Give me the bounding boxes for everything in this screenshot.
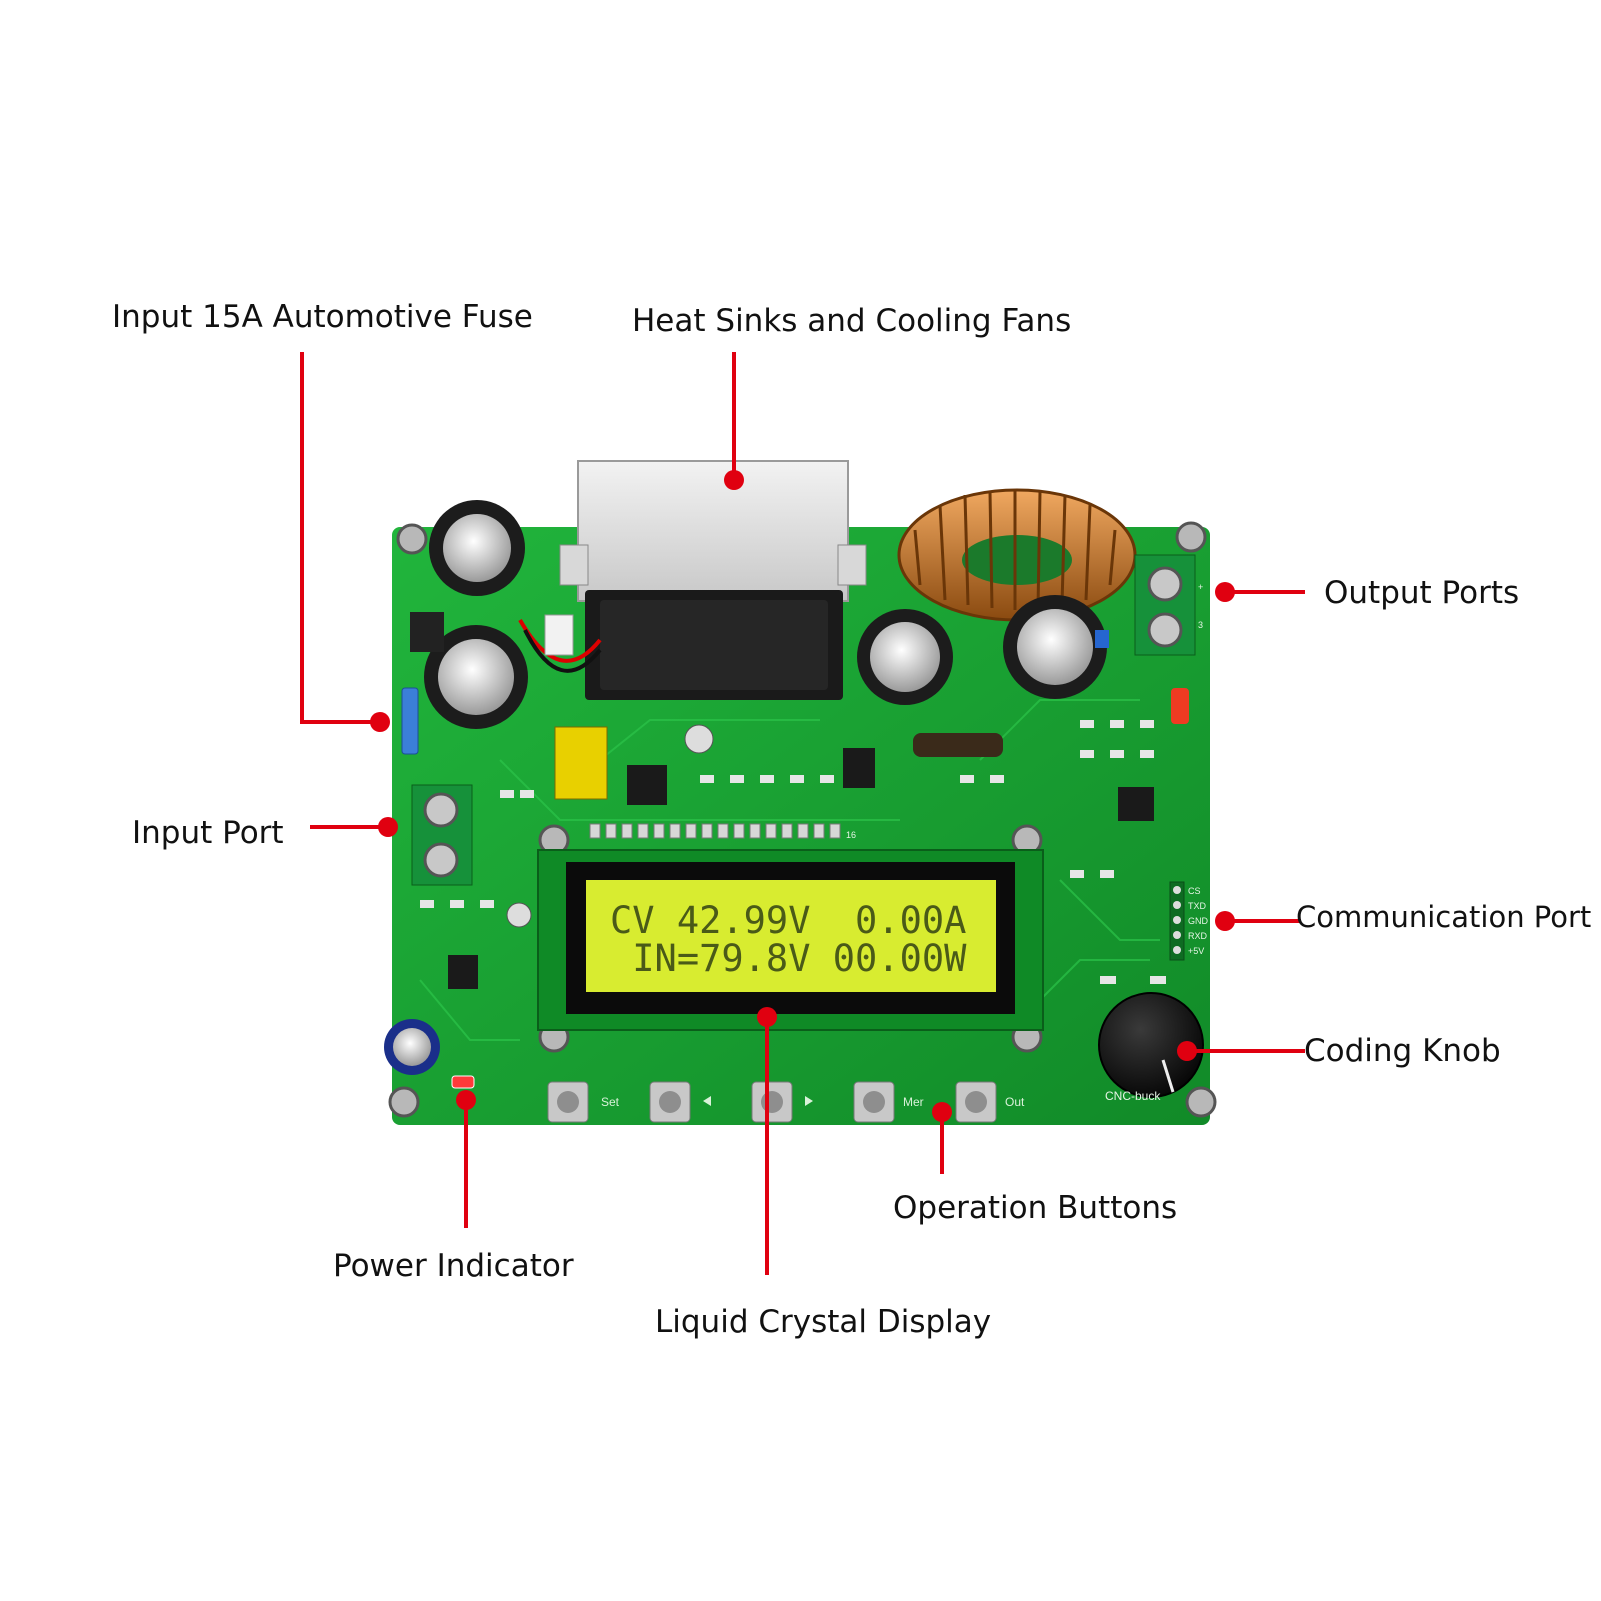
left-arrow-icon bbox=[703, 1096, 711, 1106]
fuse-callout-label: Input 15A Automotive Fuse bbox=[112, 299, 533, 335]
electrolytic-capacitors bbox=[384, 500, 1107, 1075]
heatsink-dot bbox=[724, 470, 744, 490]
heatsink-callout-label: Heat Sinks and Cooling Fans bbox=[632, 303, 1072, 339]
coding-knob[interactable] bbox=[1098, 992, 1204, 1098]
fuse-dot bbox=[370, 712, 390, 732]
button-mer-label: Mer bbox=[903, 1095, 924, 1109]
knob-silk-label: CNC-buck bbox=[1105, 1089, 1161, 1103]
communication-port-callout-label: Communication Port bbox=[1296, 900, 1592, 934]
comm-pin-label: GND bbox=[1188, 916, 1209, 926]
communication-port-pins bbox=[1169, 881, 1185, 961]
output-minus-label: 3 bbox=[1198, 620, 1203, 630]
callout-leaders bbox=[300, 352, 1305, 1275]
operation-button-out[interactable] bbox=[955, 1081, 997, 1123]
operation-button-right[interactable] bbox=[751, 1081, 793, 1123]
lcd-module bbox=[537, 849, 1044, 1031]
smd-components bbox=[410, 612, 1189, 989]
output-ports-dot bbox=[1215, 582, 1235, 602]
lcd-pin-header bbox=[589, 823, 841, 839]
operation-buttons-dot bbox=[932, 1102, 952, 1122]
header-pin-label: 16 bbox=[846, 830, 856, 840]
operation-buttons-callout-label: Operation Buttons bbox=[893, 1190, 1178, 1226]
comm-pin-label: +5V bbox=[1188, 946, 1204, 956]
coding-knob-dot bbox=[1177, 1041, 1197, 1061]
lcd-line-2: IN=79.8V 00.00W bbox=[610, 937, 967, 980]
output-ports-callout-label: Output Ports bbox=[1324, 575, 1520, 611]
button-out-label: Out bbox=[1005, 1095, 1025, 1109]
lcd-callout-label: Liquid Crystal Display bbox=[655, 1304, 992, 1340]
fuse bbox=[401, 687, 419, 755]
input-port-dot bbox=[378, 817, 398, 837]
operation-button-set[interactable] bbox=[547, 1081, 589, 1123]
power-indicator-led bbox=[451, 1075, 475, 1089]
comm-pin-label: RXD bbox=[1188, 931, 1208, 941]
callout-dots bbox=[370, 470, 1235, 1122]
button-set-label: Set bbox=[601, 1095, 620, 1109]
output-plus-label: + bbox=[1198, 582, 1203, 592]
power-indicator-dot bbox=[456, 1090, 476, 1110]
operation-button-mer[interactable] bbox=[853, 1081, 895, 1123]
right-arrow-icon bbox=[805, 1096, 813, 1106]
output-terminal-block bbox=[1134, 554, 1196, 656]
fuse-leader bbox=[300, 352, 380, 724]
lcd-dot bbox=[757, 1007, 777, 1027]
heat-sink-fan bbox=[518, 460, 867, 700]
power-indicator-callout-label: Power Indicator bbox=[333, 1248, 574, 1284]
toroid-inductor bbox=[897, 488, 1137, 622]
operation-button-left[interactable] bbox=[649, 1081, 691, 1123]
comm-pin-label: TXD bbox=[1188, 901, 1207, 911]
communication-port-dot bbox=[1215, 911, 1235, 931]
comm-pin-label: CS bbox=[1188, 886, 1201, 896]
pcb-traces bbox=[419, 699, 1160, 1041]
coding-knob-callout-label: Coding Knob bbox=[1304, 1033, 1501, 1069]
input-terminal-block bbox=[411, 784, 473, 886]
lcd-line-1: CV 42.99V 0.00A bbox=[610, 899, 966, 942]
input-port-callout-label: Input Port bbox=[132, 815, 284, 851]
